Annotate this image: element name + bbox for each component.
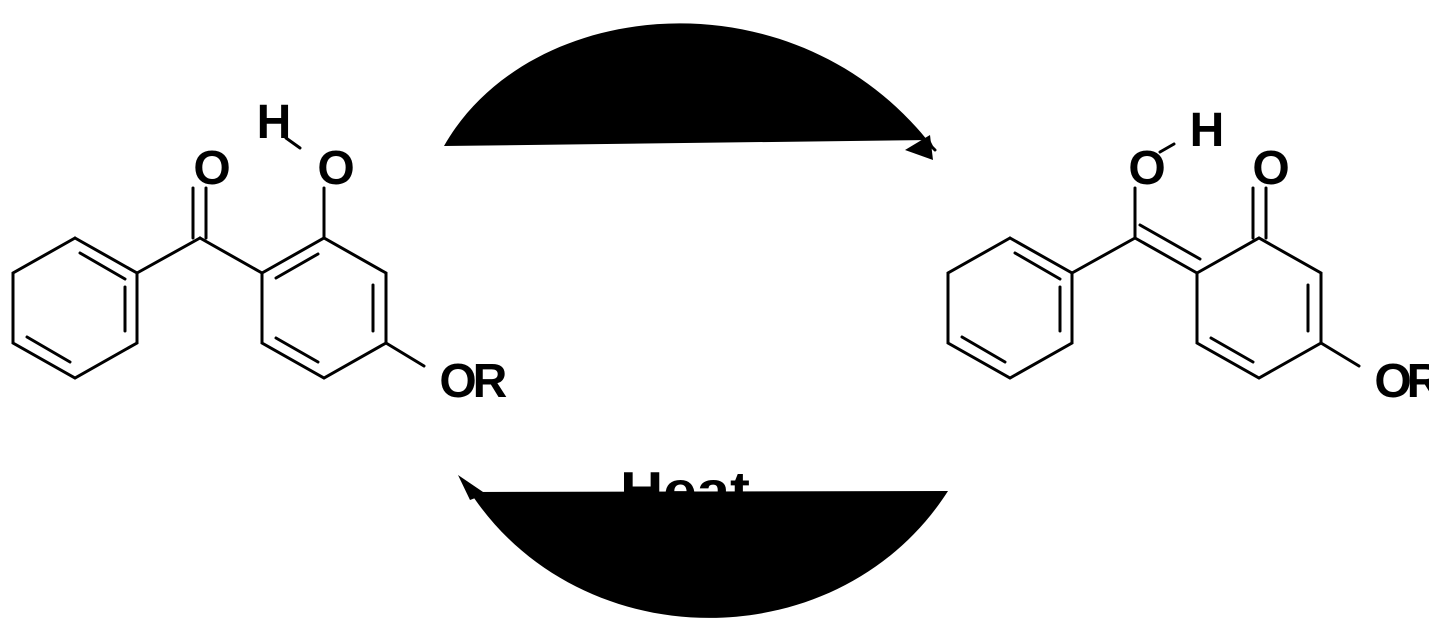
left-carbonyl-oxygen: O — [193, 142, 230, 195]
left-ether-oxygen: O — [439, 355, 476, 408]
left-hydroxyl-hydrogen: H — [257, 96, 292, 149]
right-bond-ether — [1319, 341, 1361, 368]
left-phenyl-ring — [11, 236, 139, 380]
right-ether-substituent: R — [1407, 355, 1429, 408]
left-hydrogen-bond — [284, 136, 302, 150]
right-bond-enol-hydrogen — [1158, 142, 1176, 154]
right-ether-oxygen: O — [1374, 355, 1411, 408]
left-molecule: O O H O R — [11, 96, 508, 408]
forward-arrow — [444, 23, 937, 160]
left-bond-ring-carbonyl — [135, 236, 202, 275]
right-molecule: O H O O R — [946, 104, 1429, 408]
right-enol-double-bond-a — [1133, 236, 1199, 275]
right-keto-oxygen: O — [1252, 142, 1289, 195]
right-enol-double-bond-b — [1138, 223, 1202, 261]
left-hydroxyl-oxygen: O — [317, 142, 354, 195]
right-quinoid-ring — [1195, 236, 1323, 380]
right-enol-hydrogen: H — [1190, 104, 1225, 157]
left-hydroxyphenyl-ring — [260, 236, 388, 380]
heat-label: Heat — [620, 462, 750, 520]
right-bond-ring-enol — [1070, 236, 1137, 275]
right-phenyl-ring — [946, 236, 1074, 380]
right-enol-oxygen: O — [1128, 142, 1165, 195]
reverse-arrow — [458, 475, 948, 618]
left-ether-substituent: R — [473, 355, 508, 408]
left-bond-ether — [384, 341, 426, 368]
left-bond-carbonyl-ring — [198, 236, 264, 275]
